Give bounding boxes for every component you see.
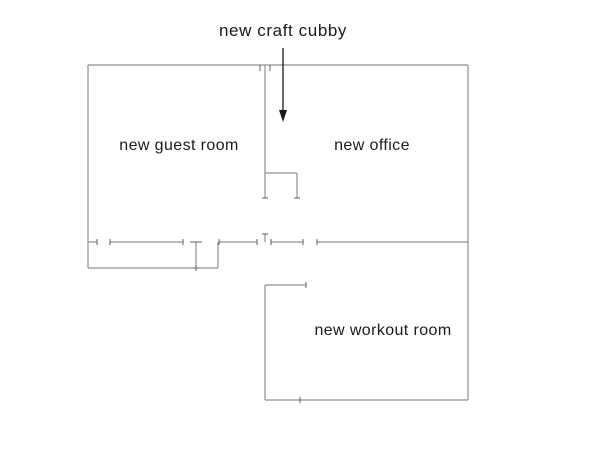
room-label-office: new office (334, 137, 410, 154)
door-ticks-layer (96, 65, 318, 403)
annotation-label: new craft cubby (218, 21, 348, 40)
walls-layer (87, 64, 469, 401)
room-label-guest: new guest room (119, 137, 239, 154)
arrow-head-icon (279, 110, 287, 122)
room-label-workout: new workout room (314, 322, 452, 339)
annotation-arrow (279, 48, 287, 122)
